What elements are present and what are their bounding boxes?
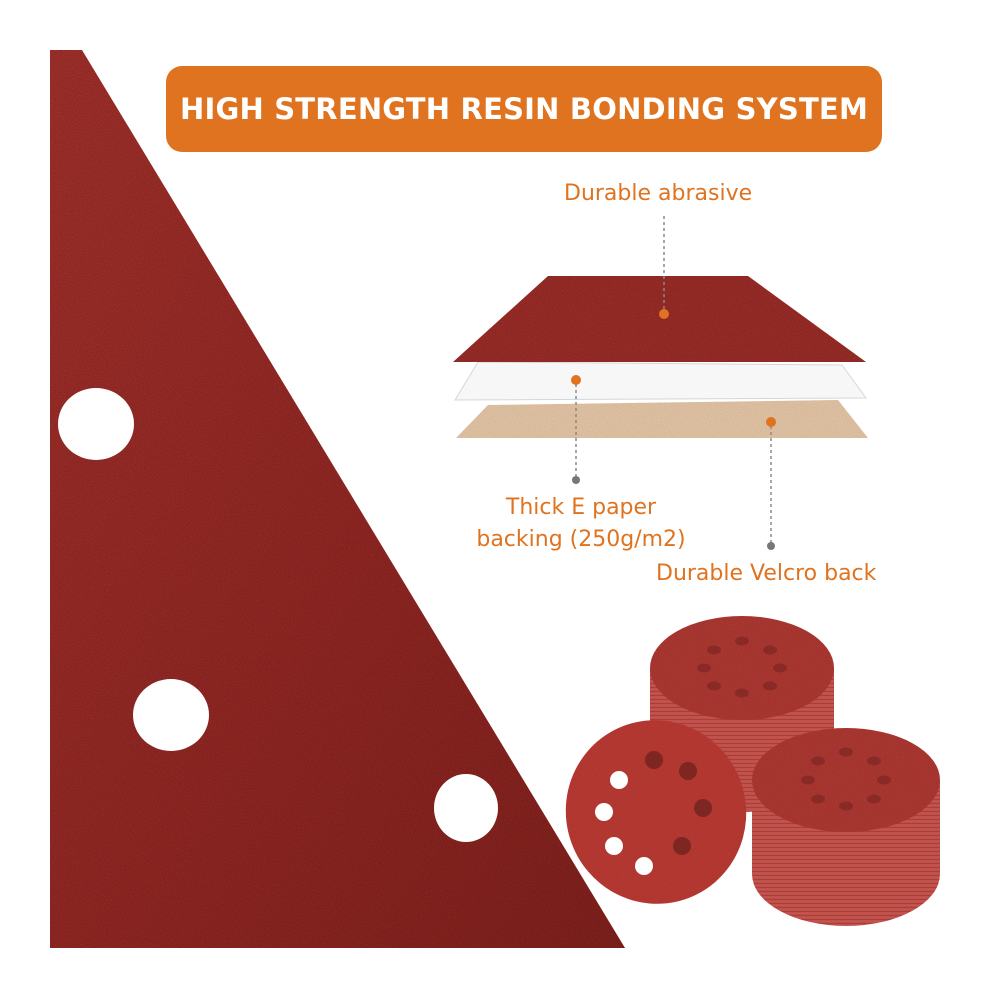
sheet-hole [133, 679, 209, 751]
layer-diagram [453, 216, 868, 550]
callout-end [572, 476, 580, 484]
callout-paper-backing: Thick E paper backing (250g/m2) [462, 492, 700, 556]
callout-dot [766, 417, 776, 427]
callout-dot [659, 309, 669, 319]
sheet-hole [434, 774, 498, 842]
disc-stack-right [752, 728, 940, 926]
callout-end [767, 542, 775, 550]
callout-velcro-back: Durable Velcro back [656, 561, 877, 586]
layer-velcro [456, 400, 868, 438]
callout-paper-line2: backing (250g/m2) [476, 527, 686, 552]
layer-paper [454, 361, 867, 401]
callout-paper-line1: Thick E paper [505, 495, 657, 520]
callout-dot [571, 375, 581, 385]
headline-text: HIGH STRENGTH RESIN BONDING SYSTEM [179, 92, 869, 126]
layer-abrasive [453, 276, 866, 362]
headline-banner: HIGH STRENGTH RESIN BONDING SYSTEM [166, 66, 882, 152]
sheet-hole [58, 388, 134, 460]
triangle-sanding-sheet [50, 50, 625, 948]
disc-stacks [565, 616, 940, 926]
disc-single-front [565, 720, 747, 904]
callout-durable-abrasive: Durable abrasive [564, 181, 753, 206]
